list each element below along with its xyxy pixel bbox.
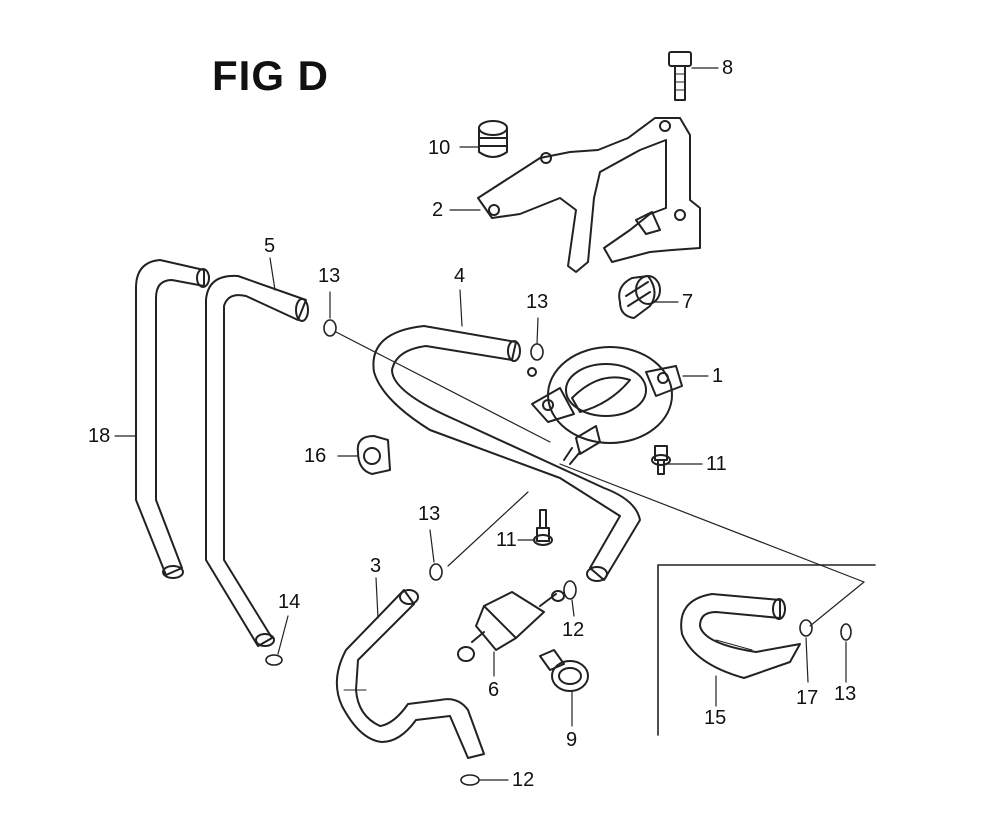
callout-12a: 12: [562, 619, 585, 641]
callout-9: 9: [566, 729, 578, 751]
callout-7: 7: [682, 291, 694, 313]
inset-frame: [657, 564, 876, 736]
callout-17: 17: [796, 687, 819, 709]
fuel-filter-part-6: [457, 590, 565, 662]
bolt-part-11a: [651, 445, 671, 475]
bolt-part-11b: [533, 509, 553, 546]
hose-part-15: [680, 593, 801, 679]
callout-3: 3: [370, 555, 382, 577]
callout-13a: 13: [318, 265, 341, 287]
rubber-mount-part-10: [478, 120, 508, 158]
hose-part-4: [372, 325, 641, 581]
callout-13d: 13: [834, 683, 857, 705]
callout-4: 4: [454, 265, 466, 287]
clip-part-16: [356, 435, 391, 475]
callout-5: 5: [264, 235, 276, 257]
bolt-part-8: [668, 51, 692, 101]
grommet-part-7: [618, 275, 661, 319]
figure-title: FIG D: [212, 52, 329, 99]
callout-11b: 11: [496, 529, 517, 551]
callout-11a: 11: [706, 453, 727, 475]
callout-6: 6: [488, 679, 500, 701]
callout-16: 16: [304, 445, 327, 467]
hose-part-18: [135, 259, 205, 576]
callout-12b: 12: [512, 769, 535, 791]
callout-13c: 13: [418, 503, 441, 525]
fuel-pump-part-1: [527, 346, 683, 465]
callout-13b: 13: [526, 291, 549, 313]
callout-15: 15: [704, 707, 727, 729]
callout-1: 1: [712, 365, 724, 387]
callout-10: 10: [428, 137, 451, 159]
leader-lines: [114, 67, 865, 781]
hose-part-3: [335, 589, 485, 759]
callout-14: 14: [278, 591, 301, 613]
callout-2: 2: [432, 199, 444, 221]
callout-8: 8: [722, 57, 734, 79]
hose-part-5: [205, 274, 307, 647]
bracket-part-2: [477, 117, 701, 273]
clamp-part-9: [539, 649, 589, 692]
callout-18: 18: [88, 425, 111, 447]
